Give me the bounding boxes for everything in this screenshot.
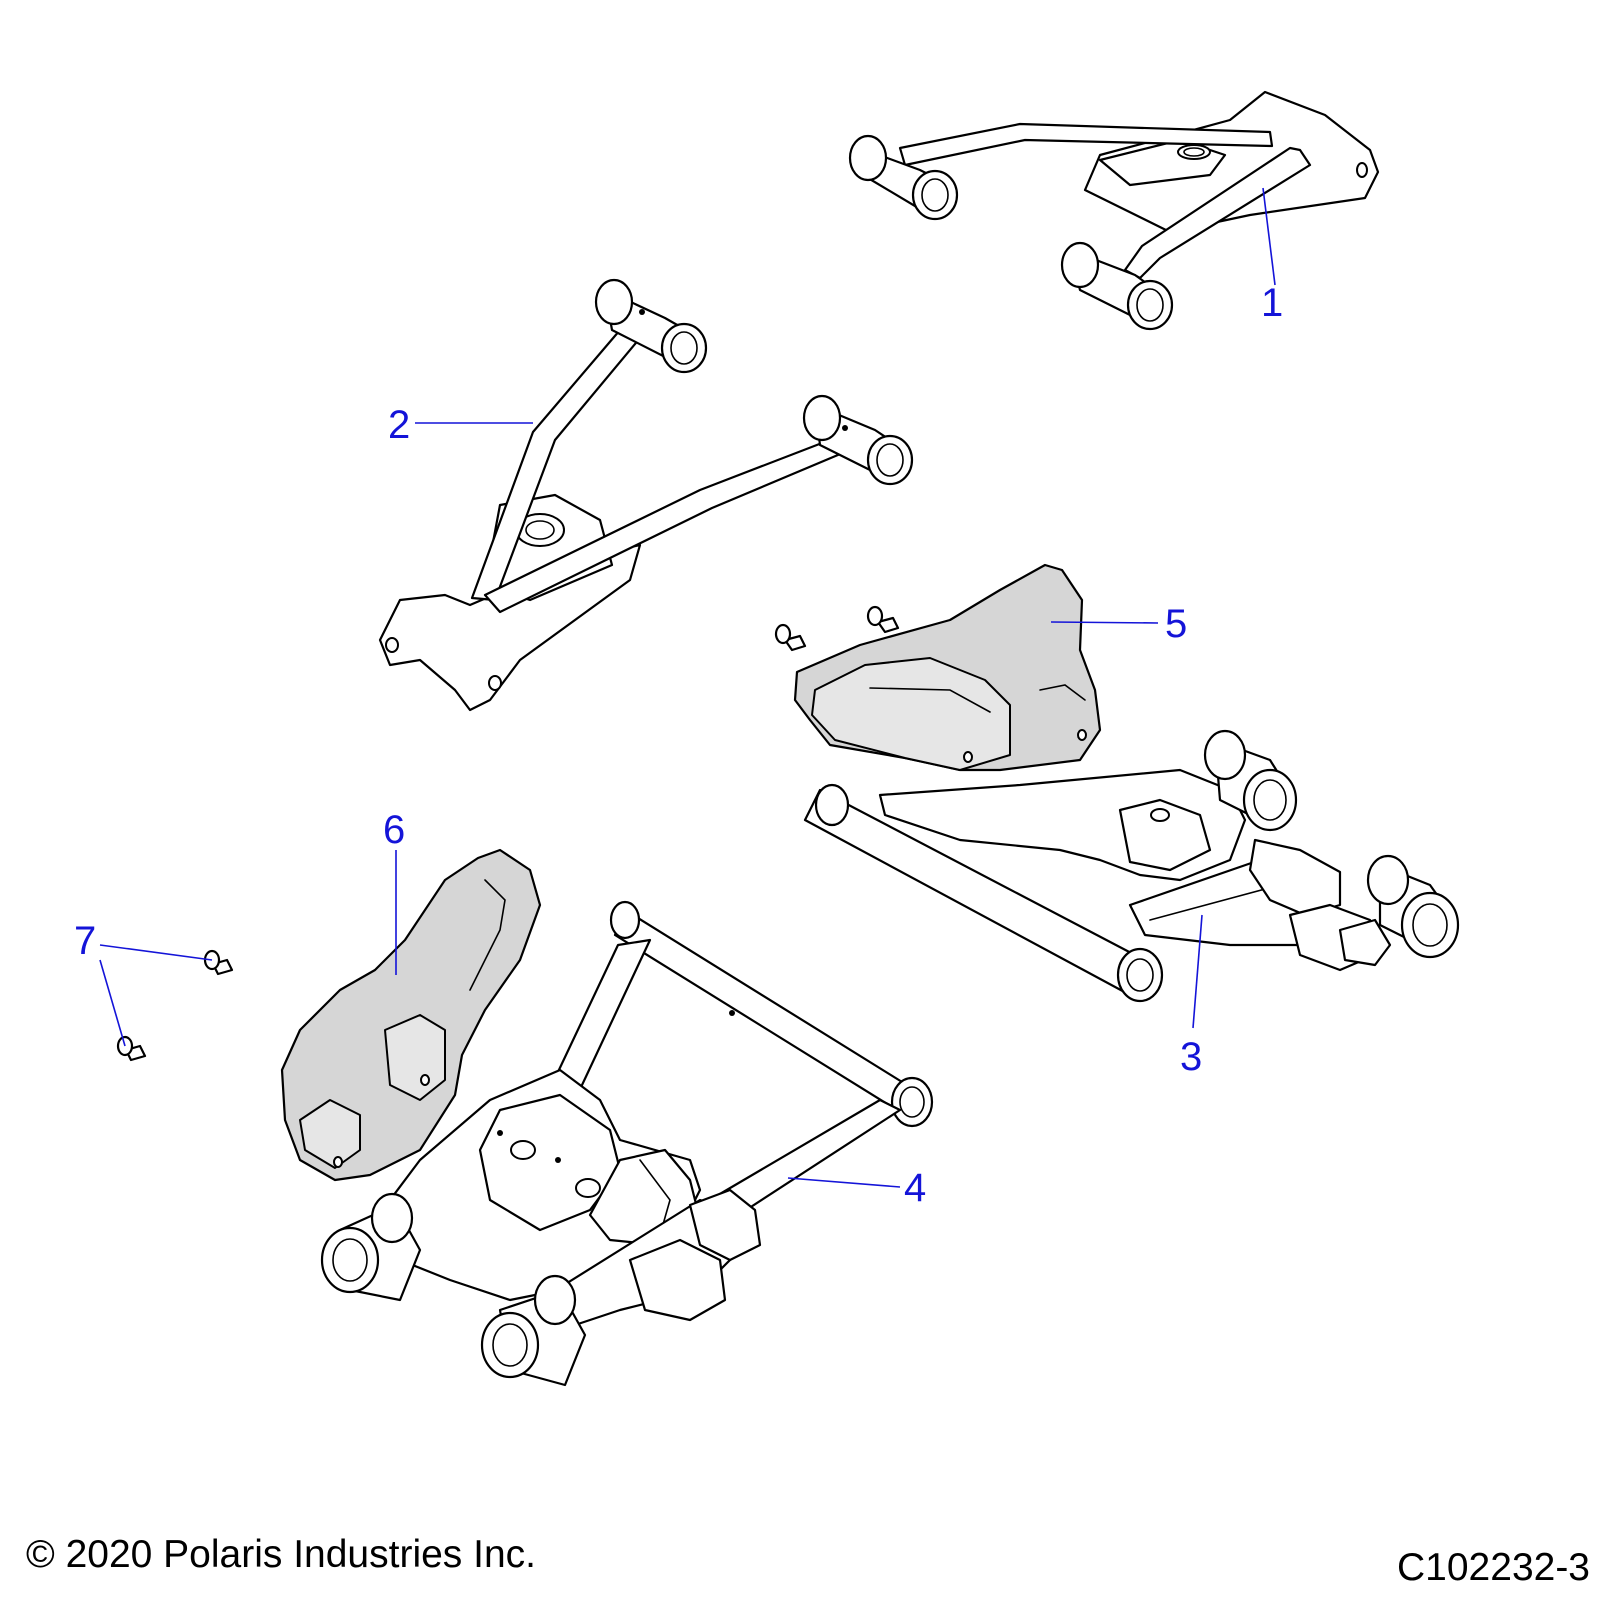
callout-6: 6 <box>383 808 405 852</box>
callout-5: 5 <box>1165 602 1187 646</box>
leader-5 <box>1050 621 1159 624</box>
callout-3: 3 <box>1180 1035 1202 1079</box>
bolt-part-5-left <box>774 623 807 652</box>
callout-7: 7 <box>74 919 96 963</box>
leader-7a <box>99 944 213 961</box>
copyright-notice: © 2020 Polaris Industries Inc. <box>26 1533 536 1576</box>
part-5-guard <box>793 563 1102 772</box>
part-2-upper-a-arm <box>378 278 914 712</box>
part-6-guard <box>280 848 542 1182</box>
bolt-part-7-upper <box>203 949 234 976</box>
bolt-part-7-lower <box>116 1035 147 1062</box>
leader-3 <box>1192 914 1203 1029</box>
callout-1: 1 <box>1261 281 1283 325</box>
bolt-part-5-right <box>866 605 900 634</box>
part-3-lower-a-arm <box>803 729 1460 1003</box>
figure-id: C102232-3 <box>1397 1546 1590 1589</box>
part-4-lower-a-arm <box>320 900 934 1387</box>
leader-1 <box>1262 187 1276 286</box>
part-1-upper-a-arm <box>848 90 1380 331</box>
callout-2: 2 <box>388 403 410 447</box>
leader-4 <box>787 1177 901 1188</box>
callout-4: 4 <box>904 1166 926 1210</box>
leader-7b <box>99 959 126 1047</box>
